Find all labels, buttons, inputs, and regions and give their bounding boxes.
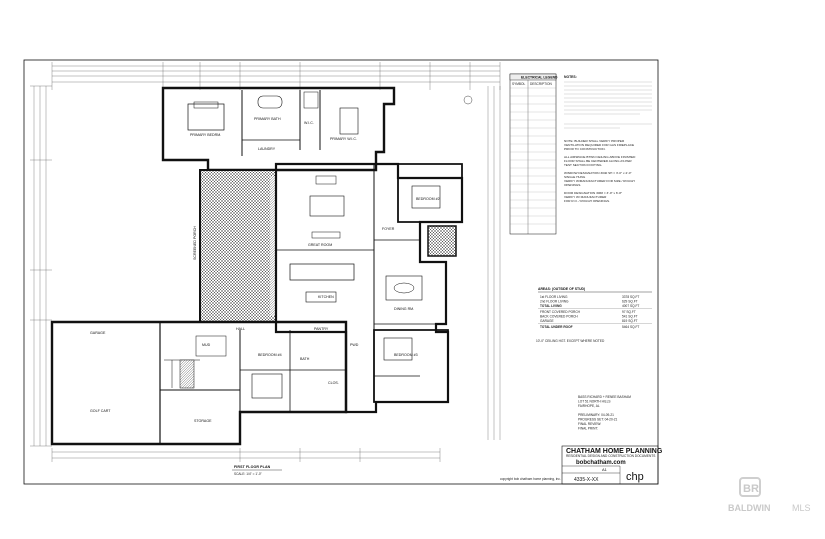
label-kitchen: KITCHEN <box>318 295 334 299</box>
client-line: BASS RICHARD + RENEE BASHAM <box>578 395 631 399</box>
note-line: DOOR DESIGNATION 3068 = 3'-0" x 6'-8" <box>564 191 622 195</box>
client-line: FINAL PRINT: <box>578 427 598 431</box>
firm-name: CHATHAM HOME PLANNING <box>566 448 663 455</box>
schedule-col2: DESCRIPTION <box>530 82 552 86</box>
label-wic: W.I.C. <box>304 121 314 125</box>
label-bath: BATH <box>300 357 310 361</box>
bedroom-lower-right <box>373 329 449 403</box>
label-garage: GARAGE <box>90 331 106 335</box>
client-info: BASS RICHARD + RENEE BASHAM LOT 51 NORTH… <box>578 395 631 431</box>
note-line: TEST SECTION FOOTING. <box>564 163 602 167</box>
schedule-table: ELECTRICAL LEGEND SYMBOL DESCRIPTION <box>509 73 558 235</box>
note-line: PRIOR TO CONSTRUCTION. <box>564 147 606 151</box>
label-dining: DINING RM. <box>394 307 414 311</box>
screened-porch <box>199 169 277 323</box>
client-line: LOT 51 NORTH HILLS <box>578 400 610 404</box>
area-value: 629 SQ.FT <box>622 300 638 304</box>
bedroom-wing-right <box>397 163 463 257</box>
client-line: PRELIMINARY: 04-09-21 <box>578 413 614 417</box>
area-value: 5464 SQ.FT <box>622 325 639 329</box>
note-line: NOTE: BUILDER SHALL VERIFY PROPER <box>564 139 625 143</box>
drawing-title: FIRST FLOOR PLAN <box>234 465 271 469</box>
bottom-dimension-lines <box>51 448 441 462</box>
title-block: CHATHAM HOME PLANNING RESIDENTIAL DESIGN… <box>500 445 663 485</box>
label-golf-cart: GOLF CART <box>90 409 111 413</box>
label-primary-bedroom: PRIMARY BEDRM. <box>190 133 221 137</box>
note-line: VERIFY W/ MANUFACTURER <box>564 195 607 199</box>
notes-heading: NOTES: <box>564 75 577 79</box>
watermark-logo: BR <box>743 483 759 495</box>
baldwin-mls-logo-icon: BR BALDWIN MLS <box>728 477 811 513</box>
room-labels: PRIMARY BEDRM. PRIMARY BATH PRIMARY W.I.… <box>90 117 440 423</box>
porch-edge-hatch <box>270 176 276 316</box>
label-great-room: GREAT ROOM <box>308 243 332 247</box>
north-arrow-icon <box>463 95 473 105</box>
label-mud: MUD <box>202 343 211 347</box>
left-dimension-lines <box>30 85 52 447</box>
area-label: 1st FLOOR LIVING <box>540 295 568 299</box>
note-line: VERIFY W/MANUFACTURER FOR SIZE / ROUGH <box>564 179 635 183</box>
primary-suite <box>161 86 396 172</box>
garage-wing <box>50 320 348 446</box>
label-foyer: FOYER <box>382 227 395 231</box>
firm-logo: chp <box>626 471 644 483</box>
areas-heading: AREAS: (OUTSIDE OF STUD) <box>538 287 585 291</box>
sheet-border <box>23 59 659 485</box>
note-line: WINDOW DESIGNATION 3040 SH = 3'-0" x 4'-… <box>564 171 632 175</box>
area-label: TOTAL UNDER ROOF <box>540 325 573 329</box>
label-hall: HALL <box>236 327 245 331</box>
label-bedroom4: BEDROOM #4 <box>258 353 282 357</box>
right-dimension-lines <box>487 86 501 440</box>
label-screened-porch: SCREENED PORCH <box>193 226 197 260</box>
note-line: FLOOR SHALL BE CENTERED ALONG AS PER <box>564 159 632 163</box>
watermark-text: BALDWIN <box>728 503 771 513</box>
area-value: 541 SQ.FT <box>622 315 638 319</box>
schedule-col1: SYMBOL <box>512 82 526 86</box>
stairs <box>179 359 195 389</box>
drawing-scale: SCALE: 1/4" = 1'-0" <box>234 472 262 476</box>
label-primary-bath: PRIMARY BATH <box>254 117 281 121</box>
label-closet: CLOS. <box>328 381 339 385</box>
label-bedroom3: BEDROOM #3 <box>394 353 418 357</box>
area-value: 4007 SQ.FT <box>622 304 639 308</box>
client-line: FAIRHOPE, AL <box>578 404 600 408</box>
schedule-title: ELECTRICAL LEGEND <box>521 76 558 80</box>
area-label: TOTAL LIVING <box>540 304 562 308</box>
watermark-suffix: MLS <box>792 503 811 513</box>
client-line: PROGRESS SET: 04-20-21 <box>578 418 618 422</box>
label-pantry: PANTRY <box>314 327 329 331</box>
note-line: VENTILATION REQUIRED FOR GAS FIREPLACE <box>564 143 634 147</box>
areas-table: AREAS: (OUTSIDE OF STUD) 1st FLOOR LIVIN… <box>536 287 652 343</box>
client-line: FINAL REVIEW: <box>578 422 601 426</box>
label-bedroom2: BEDROOM #2 <box>416 197 440 201</box>
area-label: BACK COVERED PORCH <box>540 315 578 319</box>
sheet-number: A1 <box>602 467 608 472</box>
note-line: SINGLE HUNG <box>564 175 586 179</box>
copyright: copyright bob chatham home planning, inc… <box>500 477 561 481</box>
area-value: 97 SQ.FT <box>622 310 636 314</box>
area-label: GARAGE <box>540 319 554 323</box>
label-powder: PWD <box>350 343 359 347</box>
label-storage: STORAGE <box>194 419 212 423</box>
area-label: 2nd FLOOR LIVING <box>540 300 569 304</box>
area-value: 3378 SQ.FT <box>622 295 639 299</box>
notes-block: NOTES: NOTE: BUILDER SHALL VERIFY PROPER… <box>564 75 652 203</box>
note-line: ALL AIRSPACE BTWN CEILING ABOVE FINISHED <box>564 155 636 159</box>
top-dimension-lines <box>51 62 501 90</box>
area-label: FRONT COVERED PORCH <box>540 310 581 314</box>
area-value: 819 SQ.FT <box>622 319 638 323</box>
firm-website: bobchatham.com <box>576 460 626 466</box>
note-line: FOR R.O. / ROUGH OPENINGS. <box>564 199 610 203</box>
ceiling-note: 10'-0" CEILING HGT. EXCEPT WHERE NOTED <box>536 339 605 343</box>
label-primary-wic: PRIMARY W.I.C. <box>330 137 357 141</box>
label-laundry: LAUNDRY <box>258 147 276 151</box>
mls-watermark: BR BALDWIN MLS <box>728 476 818 520</box>
note-line: OPENINGS. <box>564 183 581 187</box>
plan-number: 4335-X-XX <box>574 477 599 483</box>
firm-subtitle: RESIDENTIAL DESIGN AND CONSTRUCTION DOCU… <box>566 454 655 458</box>
